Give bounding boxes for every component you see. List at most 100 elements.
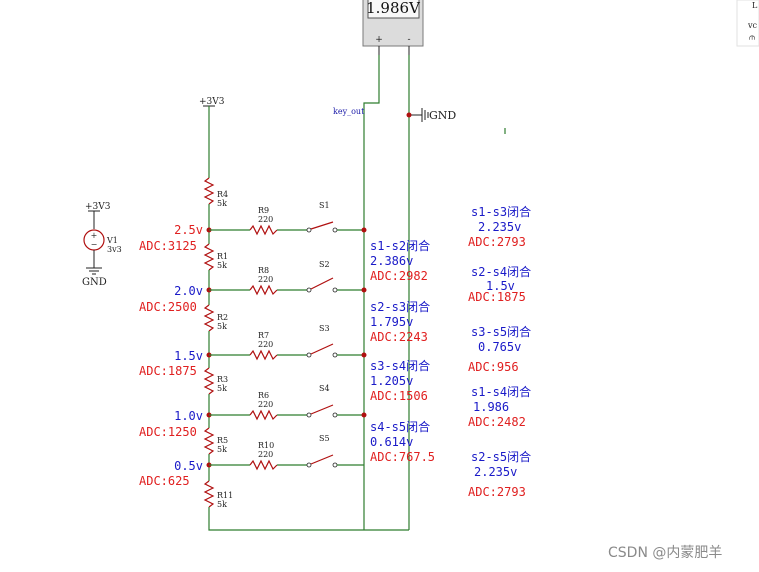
ladder-resistor-value: 5k <box>217 199 227 208</box>
svg-text:2.235v: 2.235v <box>474 465 517 479</box>
branch-row-s2: R8 220 S2 <box>206 260 367 296</box>
series-resistor-value: 220 <box>258 275 273 284</box>
series-resistor-name: R7 <box>258 331 269 340</box>
meter-minus-terminal: - <box>407 35 410 45</box>
ladder-resistor-name: R3 <box>217 375 228 384</box>
branch-row-s4: R6 220 S4 <box>206 384 367 421</box>
tap-adc-label: ADC:1250 <box>139 425 197 439</box>
switch-s4[interactable] <box>306 404 338 418</box>
ladder-resistor-name: R4 <box>217 190 228 199</box>
middle-note-4: s4-s5闭合 0.614v ADC:767.5 <box>370 419 435 464</box>
svg-text:ADC:2482: ADC:2482 <box>468 415 526 429</box>
middle-note-2: s2-s3闭合 1.795v ADC:2243 <box>370 299 430 344</box>
branch-row-s5: R10 220 S5 <box>206 434 364 471</box>
ladder-resistor-r1[interactable]: R1 5k <box>203 230 228 290</box>
svg-text:2.235v: 2.235v <box>478 220 521 234</box>
svg-text:s1-s3闭合: s1-s3闭合 <box>471 204 531 219</box>
corner-text-3: ⫙ <box>749 33 756 43</box>
svg-text:1.986: 1.986 <box>473 400 509 414</box>
series-resistor-name: R6 <box>258 391 269 400</box>
series-resistor-value: 220 <box>258 340 273 349</box>
svg-text:s4-s5闭合: s4-s5闭合 <box>370 419 430 434</box>
series-resistor-name: R9 <box>258 206 269 215</box>
switch-label: S3 <box>319 324 330 333</box>
battery-value: 3v3 <box>107 245 122 254</box>
series-resistor-value: 220 <box>258 450 273 459</box>
middle-note-3: s3-s4闭合 1.205v ADC:1506 <box>370 358 430 403</box>
svg-text:+: + <box>91 231 98 240</box>
branch-row-s1: R9 220 S1 <box>206 201 367 236</box>
right-note-4: s1-s4闭合 1.986 ADC:2482 <box>468 384 531 429</box>
ladder-resistor-r4[interactable]: R4 5k <box>203 177 228 230</box>
ladder-resistor-name: R1 <box>217 252 228 261</box>
ladder-resistor-value: 5k <box>217 445 227 454</box>
svg-text:ADC:1875: ADC:1875 <box>468 290 526 304</box>
supply-3v3-main: +3V3 <box>199 97 225 107</box>
tap-adc-label: ADC:3125 <box>139 239 197 253</box>
svg-text:ADC:2982: ADC:2982 <box>370 269 428 283</box>
svg-text:1.795v: 1.795v <box>370 315 413 329</box>
meter-display <box>367 0 420 19</box>
svg-text:s3-s5闭合: s3-s5闭合 <box>471 324 531 339</box>
right-note-5: s2-s5闭合 2.235v ADC:2793 <box>468 449 531 499</box>
ladder-resistor-value: 5k <box>217 261 227 270</box>
right-note-1: s1-s3闭合 2.235v ADC:2793 <box>468 204 531 249</box>
gnd-symbol-right: GND <box>406 108 456 122</box>
svg-text:s3-s4闭合: s3-s4闭合 <box>370 358 430 373</box>
ladder-resistor-name: R2 <box>217 313 228 322</box>
ladder-resistor-r2[interactable]: R2 5k <box>203 290 228 355</box>
ladder-resistor-r5[interactable]: R5 5k <box>203 415 228 465</box>
meter-reading: 1.986V <box>366 0 421 17</box>
gnd-label-right: GND <box>429 109 456 122</box>
battery-name: V1 <box>106 236 118 245</box>
battery-top-label: +3V3 <box>85 202 111 212</box>
svg-text:s2-s5闭合: s2-s5闭合 <box>471 449 531 464</box>
svg-text:ADC:956: ADC:956 <box>468 360 519 374</box>
middle-note-1: s1-s2闭合 2.386v ADC:2982 <box>370 238 430 283</box>
switch-label: S4 <box>319 384 330 393</box>
supply-label-main: +3V3 <box>199 97 225 107</box>
tap-voltage-label: 1.0v <box>174 409 203 423</box>
switch-s3[interactable] <box>306 343 338 358</box>
corner-panel[interactable]: L vc ⫙ <box>736 0 759 47</box>
ladder-resistor-value: 5k <box>217 322 227 331</box>
switch-s2[interactable] <box>306 277 338 293</box>
voltmeter[interactable]: 1.986V + - <box>362 0 424 47</box>
series-resistor-name: R10 <box>258 441 274 450</box>
svg-text:ADC:1506: ADC:1506 <box>370 389 428 403</box>
ladder-resistor-value: 5k <box>217 384 227 393</box>
series-resistor-name: R8 <box>258 266 269 275</box>
battery-gnd-label: GND <box>82 277 107 288</box>
ladder-resistor-name: R5 <box>217 436 228 445</box>
svg-text:s1-s2闭合: s1-s2闭合 <box>370 238 430 253</box>
svg-text:ADC:2793: ADC:2793 <box>468 485 526 499</box>
svg-text:s2-s4闭合: s2-s4闭合 <box>471 264 531 279</box>
switch-label: S2 <box>319 260 330 269</box>
ladder-resistor-r11[interactable]: R11 5k <box>203 465 409 531</box>
switch-s5[interactable] <box>306 454 338 468</box>
ladder-resistor-name: R11 <box>217 491 233 500</box>
corner-text-2: vc <box>747 21 758 30</box>
right-note-3: s3-s5闭合 0.765v ADC:956 <box>468 324 531 374</box>
right-note-2: s2-s4闭合 1.5v ADC:1875 <box>468 264 531 304</box>
net-label-key-out: key_out <box>333 107 365 116</box>
branch-row-s3: R7 220 S3 <box>206 324 367 361</box>
svg-text:−: − <box>91 240 98 249</box>
tap-voltage-label: 2.0v <box>174 284 203 298</box>
wire-key-out <box>363 55 380 530</box>
ladder-resistor-value: 5k <box>217 500 227 509</box>
svg-text:s1-s4闭合: s1-s4闭合 <box>471 384 531 399</box>
switch-label: S1 <box>319 201 330 210</box>
tap-adc-label: ADC:2500 <box>139 300 197 314</box>
svg-text:ADC:767.5: ADC:767.5 <box>370 450 435 464</box>
svg-text:ADC:2793: ADC:2793 <box>468 235 526 249</box>
svg-text:2.386v: 2.386v <box>370 254 413 268</box>
battery-v1[interactable]: +3V3 + − V1 3v3 GND <box>82 202 122 288</box>
ladder-resistor-r3[interactable]: R3 5k <box>203 355 228 415</box>
tap-voltage-label: 0.5v <box>174 459 203 473</box>
svg-text:1.205v: 1.205v <box>370 374 413 388</box>
switch-s1[interactable] <box>306 221 338 233</box>
series-resistor-value: 220 <box>258 215 273 224</box>
